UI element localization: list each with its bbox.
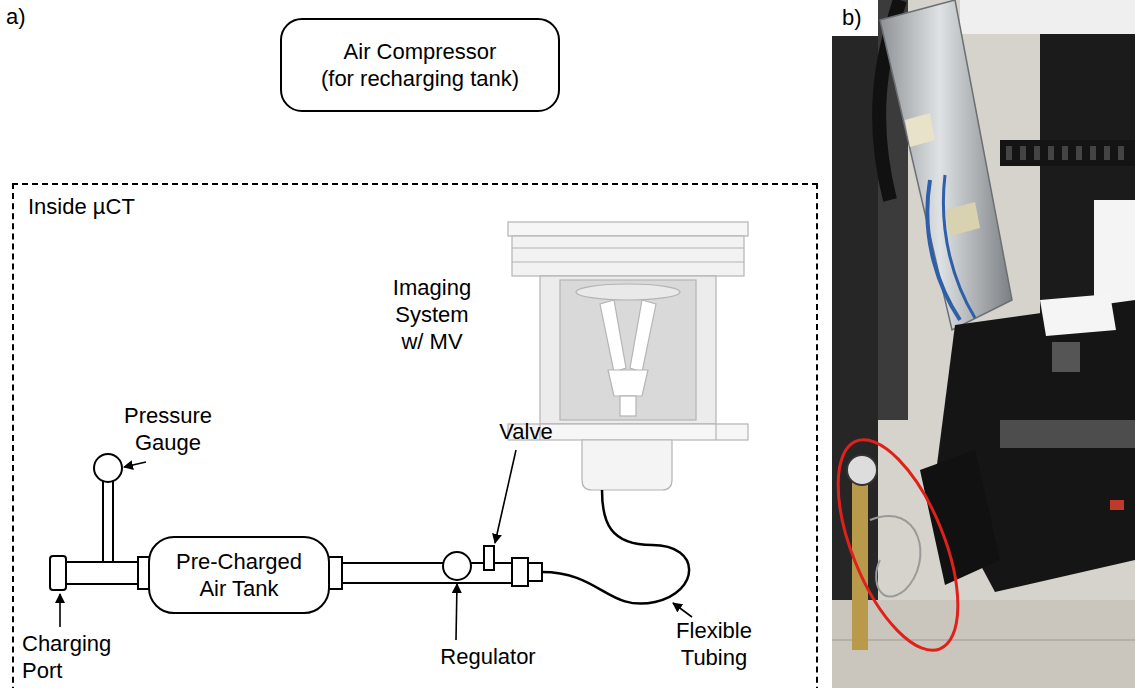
- panel-label: b): [842, 4, 862, 31]
- ceiling: [960, 0, 1135, 34]
- left-wall: [832, 0, 878, 688]
- imaging-system-drawing: [508, 222, 748, 490]
- lens: [576, 284, 680, 300]
- housing-line: [512, 247, 744, 248]
- blue-cable: [943, 175, 975, 318]
- part-label: Imaging System w/ MV: [393, 274, 471, 355]
- flange-line: [715, 424, 716, 440]
- node-title: Inside µCT: [28, 193, 135, 220]
- top-plate: [508, 222, 748, 236]
- leader-arrow: [124, 462, 146, 467]
- leader-arrow: [495, 450, 516, 543]
- leader-arrow: [456, 584, 457, 640]
- part-label: Pressure Gauge: [124, 402, 212, 456]
- top-housing: [512, 236, 744, 276]
- back-panel: [1040, 34, 1135, 334]
- stage-rail: [1000, 420, 1135, 448]
- valve: [484, 546, 494, 570]
- base-cylinder: [582, 440, 672, 490]
- left-fittings: [50, 454, 150, 590]
- housing-line: [512, 261, 744, 262]
- gripper-base: [608, 370, 648, 396]
- gripper-finger: [630, 300, 656, 372]
- regulator: [443, 552, 471, 580]
- flange: [328, 557, 342, 589]
- chamber-body: [540, 276, 716, 424]
- rack-tooth: [1090, 146, 1096, 160]
- gauge-stem: [103, 481, 113, 562]
- part-label: Flexible Tubing: [676, 617, 752, 671]
- label-patch: [832, 0, 878, 36]
- xray-source: [880, 0, 1012, 330]
- warning-label: [1110, 500, 1124, 510]
- part-label: Valve: [499, 418, 552, 445]
- sticker: [945, 202, 980, 236]
- rack-tooth: [1104, 146, 1110, 160]
- rack-tooth: [1006, 146, 1012, 160]
- panel-label: a): [6, 3, 26, 30]
- node-title: Air Compressor (for recharging tank): [321, 38, 519, 92]
- sticker: [905, 113, 935, 147]
- highlight-ellipse: [832, 424, 983, 666]
- fitting: [512, 558, 528, 586]
- part-label: Regulator: [440, 643, 535, 670]
- node-title: Pre-Charged Air Tank: [176, 548, 302, 602]
- air-tank: Pre-Charged Air Tank: [148, 536, 330, 614]
- flexible-tubing: [542, 490, 689, 604]
- rack-bar: [1000, 140, 1135, 166]
- compressor-box: Air Compressor (for recharging tank): [280, 18, 560, 112]
- pipe: [66, 562, 140, 584]
- rack: [1000, 140, 1135, 166]
- floor-line: [832, 639, 1135, 641]
- photo: [832, 0, 1135, 688]
- photo-background: [832, 0, 1135, 688]
- rack-tooth: [1048, 146, 1054, 160]
- tubing-photo: [870, 516, 920, 597]
- gauge-photo: [847, 455, 877, 485]
- sample-pad: [1040, 294, 1116, 336]
- gripper-stem: [620, 396, 636, 416]
- air-tank-photo: [920, 450, 1000, 585]
- enclosure-region: Inside µCT Pre-Charged Air Tank: [12, 183, 818, 688]
- leader-lines: [60, 450, 692, 640]
- chamber-cylinder: [560, 280, 696, 420]
- pressure-gauge: [94, 454, 122, 482]
- rack-tooth: [1062, 146, 1068, 160]
- fitting: [528, 563, 542, 581]
- rack-tooth: [1076, 146, 1082, 160]
- floor: [832, 600, 1135, 688]
- rack-tooth: [1034, 146, 1040, 160]
- gripper-finger: [600, 300, 626, 372]
- charging-port: [50, 556, 66, 590]
- rack-tooth: [1118, 146, 1124, 160]
- right-fittings: [328, 546, 542, 589]
- leader-arrow: [59, 594, 61, 627]
- leader-arrow: [673, 603, 692, 617]
- part-label: Charging Port: [22, 630, 111, 684]
- brass-fitting: [852, 480, 868, 650]
- chuck: [1052, 342, 1080, 372]
- rack-tooth: [1020, 146, 1026, 160]
